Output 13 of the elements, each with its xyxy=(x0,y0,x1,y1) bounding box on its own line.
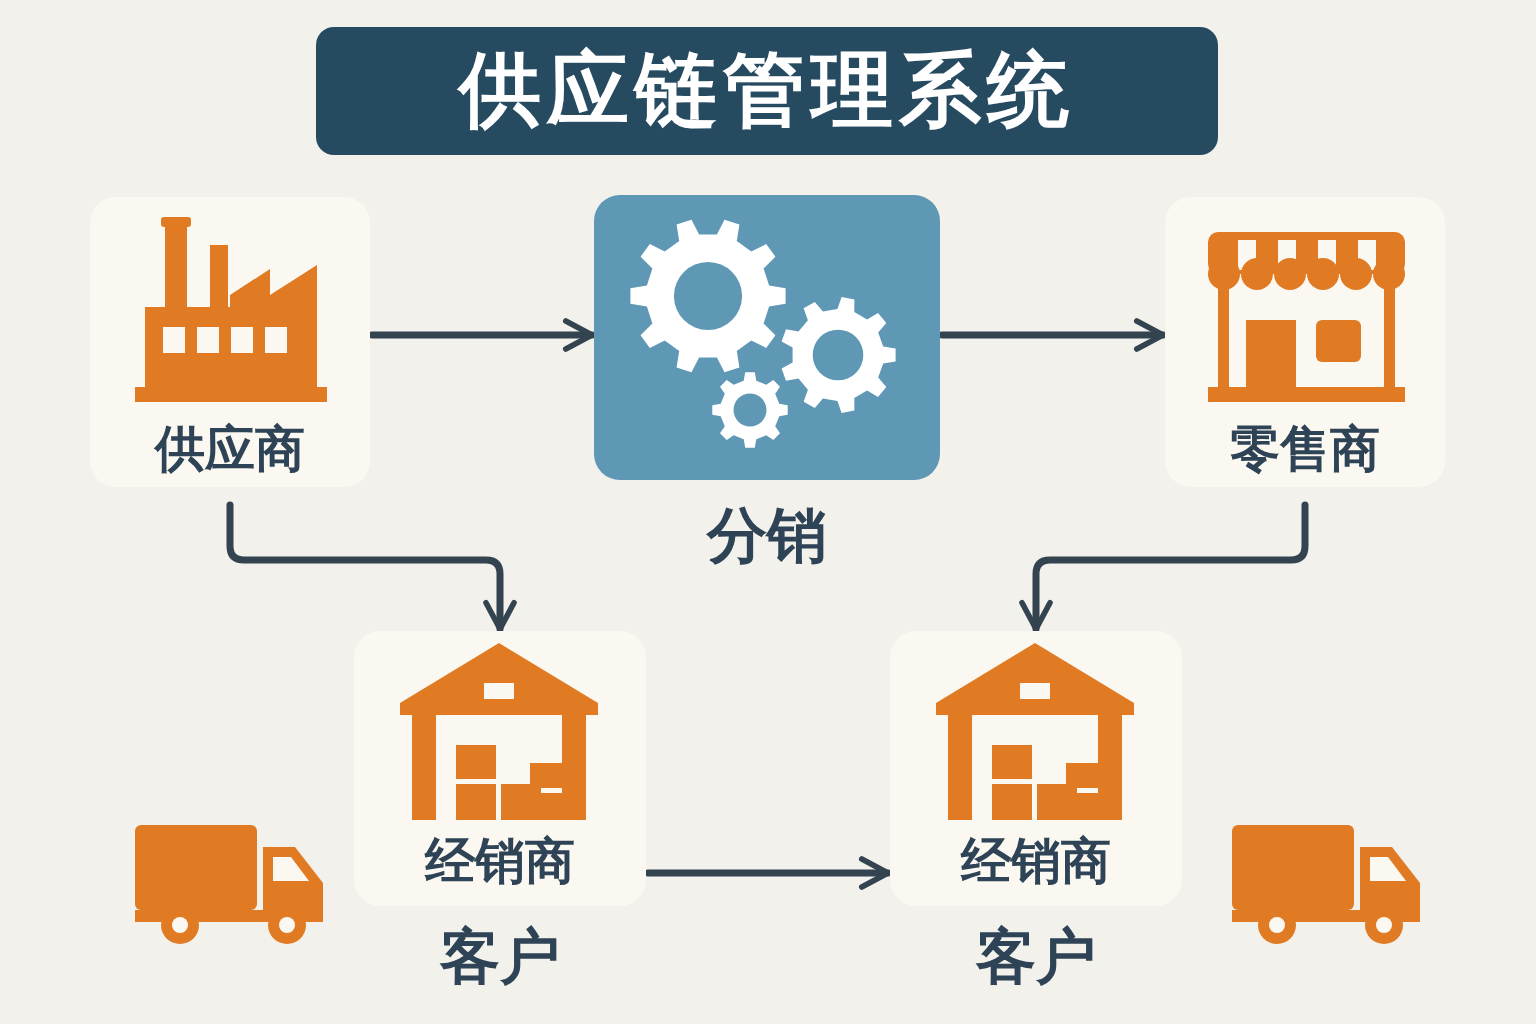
title-banner: 供应链管理系统 xyxy=(316,27,1218,155)
node-label: 经销商 xyxy=(423,831,576,891)
arrow xyxy=(938,318,1167,352)
node-label: 零售商 xyxy=(1229,419,1381,479)
node-label: 经销商 xyxy=(959,831,1112,891)
node-caption: 分销 xyxy=(707,500,827,570)
arrow xyxy=(226,501,517,633)
node-caption: 客户 xyxy=(440,921,560,991)
arrow xyxy=(644,856,892,890)
node-caption: 客户 xyxy=(976,921,1096,991)
arrow xyxy=(1019,501,1309,633)
node-label: 供应商 xyxy=(153,419,306,479)
arrow xyxy=(368,318,596,352)
